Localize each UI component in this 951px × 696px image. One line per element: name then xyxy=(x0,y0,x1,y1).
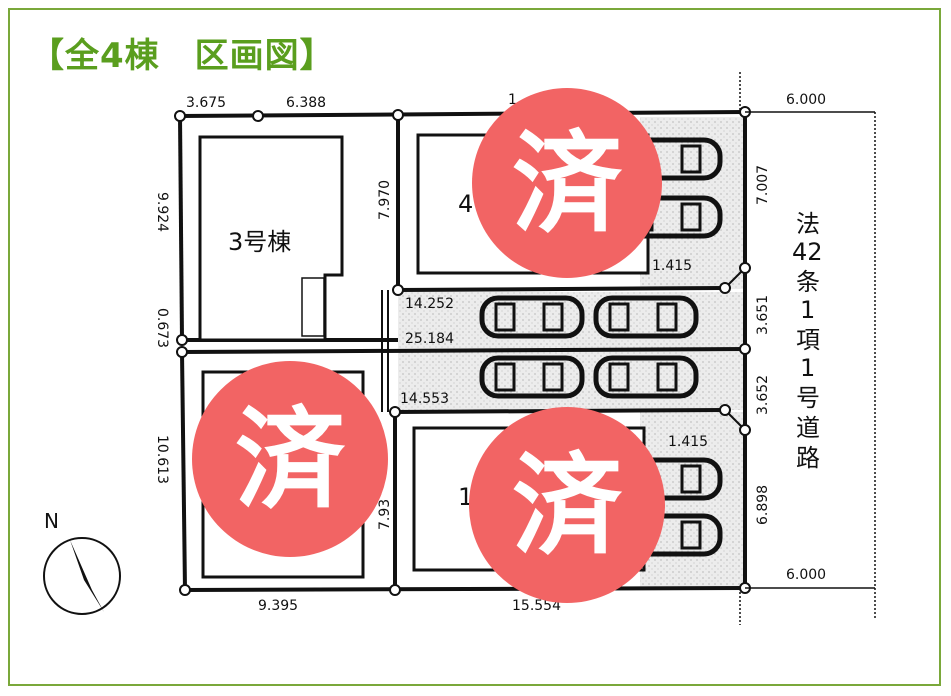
building-3-label: 3号棟 xyxy=(228,228,291,256)
sold-stamp: 済 xyxy=(472,88,662,278)
dim-right-c: 3.652 xyxy=(755,375,771,415)
lot-boundaries xyxy=(178,110,747,592)
compass-circle-icon xyxy=(43,537,121,615)
sold-stamp: 済 xyxy=(192,361,388,557)
svg-text:項: 項 xyxy=(796,326,820,354)
dim-drive-b: 25.184 xyxy=(405,331,454,347)
road-edge xyxy=(739,72,876,625)
sold-stamp: 済 xyxy=(469,407,665,603)
dim-corner-upper: 1.415 xyxy=(652,258,692,274)
outer-frame xyxy=(8,8,941,686)
dim-left-a: 9.924 xyxy=(154,192,170,232)
svg-text:済: 済 xyxy=(512,120,623,248)
svg-text:路: 路 xyxy=(796,444,820,472)
dimension-labels: 3.675 6.388 1 6.000 6.000 9.924 0.673 10… xyxy=(154,92,826,614)
boundary-markers xyxy=(174,106,751,596)
dim-left-b: 0.673 xyxy=(154,308,170,348)
svg-text:済: 済 xyxy=(235,396,346,524)
compass-needle-icon xyxy=(70,540,104,612)
dim-top-a: 3.675 xyxy=(186,95,226,111)
dim-bottom-b: 15.554 xyxy=(512,598,561,614)
dim-mid-lower: 7.93 xyxy=(377,499,393,530)
dim-right-a: 7.007 xyxy=(755,165,771,205)
svg-text:道: 道 xyxy=(796,414,820,442)
dim-corner-lower: 1.415 xyxy=(668,434,708,450)
dim-drive-a: 14.252 xyxy=(405,296,454,312)
compass-north-label: N xyxy=(44,509,59,533)
svg-text:42: 42 xyxy=(792,238,823,266)
svg-text:1: 1 xyxy=(800,296,815,324)
svg-text:法: 法 xyxy=(796,210,820,238)
dim-left-c: 10.613 xyxy=(154,435,170,484)
page-title: 【全4棟 区画図】 xyxy=(30,36,335,76)
dim-top-b: 6.388 xyxy=(286,95,326,111)
north-compass: N xyxy=(43,509,121,615)
dim-drive-c: 14.553 xyxy=(400,391,449,407)
dim-right-d: 6.898 xyxy=(755,485,771,525)
dim-mid-upper: 7.970 xyxy=(377,180,393,220)
dim-bottom-a: 9.395 xyxy=(258,598,298,614)
road-label: 法 42 条 1 項 1 号 道 路 xyxy=(792,210,823,472)
svg-text:号: 号 xyxy=(796,384,820,412)
svg-text:済: 済 xyxy=(512,442,623,570)
dim-top-c: 1 xyxy=(508,92,517,108)
dim-road-top: 6.000 xyxy=(786,92,826,108)
dim-road-bottom: 6.000 xyxy=(786,567,826,583)
svg-text:条: 条 xyxy=(796,268,820,296)
building-4-label: 4 xyxy=(458,190,473,218)
dim-right-b: 3.651 xyxy=(755,295,771,335)
building-3 xyxy=(198,135,344,342)
svg-text:1: 1 xyxy=(800,354,815,382)
